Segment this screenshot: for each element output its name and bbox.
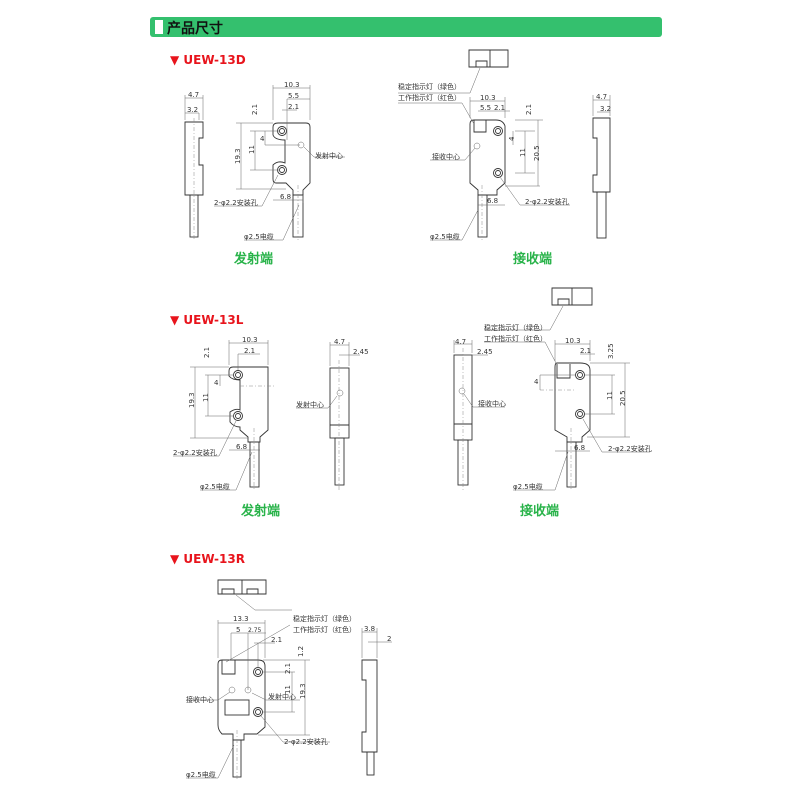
mounting-holes-label: 2-φ2.2安装孔 [525, 197, 569, 206]
work-led-label: 工作指示灯（红色） [484, 334, 547, 343]
dim-label: 2.45 [353, 348, 369, 356]
13d-emitter-side-view [184, 95, 204, 240]
dim-label: 10.3 [284, 81, 300, 89]
dim-label: 4.7 [188, 91, 199, 99]
cable-label: φ2.5电缆 [513, 482, 543, 491]
dim-label: 2.1 [203, 347, 211, 358]
13d-receiver-views [398, 49, 611, 241]
dim-label: 4 [534, 378, 539, 386]
mounting-holes-label: 2-φ2.2安装孔 [173, 448, 217, 457]
work-led-label: 工作指示灯（红色） [398, 93, 461, 102]
emitter-side-label: 发射端 [233, 251, 273, 267]
cable-label: φ2.5电缆 [186, 770, 216, 779]
dim-label: 6.8 [236, 443, 247, 451]
dim-label: 3.25 [607, 343, 615, 359]
dim-label: 2.1 [494, 104, 505, 112]
13r-views [186, 579, 392, 780]
dim-label: 19.3 [188, 392, 196, 408]
model-title-13l: ▼ UEW-13L [170, 313, 244, 327]
cable-label: φ2.5电缆 [244, 232, 274, 241]
dim-label: 20.5 [619, 390, 627, 406]
dim-label: 4.7 [596, 93, 607, 101]
dim-label: 2.1 [525, 104, 533, 115]
section-title: 产品尺寸 [167, 21, 223, 37]
dim-label: 5 [236, 626, 240, 634]
stable-led-label: 稳定指示灯（绿色） [484, 323, 547, 332]
dim-label: 4 [508, 136, 516, 141]
dim-label: 10.3 [565, 337, 581, 345]
model-title-13r: ▼ UEW-13R [170, 552, 245, 566]
dim-label: 2.1 [251, 104, 259, 115]
model-title-13d: ▼ UEW-13D [170, 53, 246, 67]
dim-label: 5.5 [480, 104, 491, 112]
dim-label: 6.8 [574, 444, 585, 452]
dim-label: 1.2 [297, 646, 305, 657]
receiver-center-label: 接收中心 [186, 695, 214, 704]
dim-label: 4.7 [334, 338, 345, 346]
dim-label: 10.3 [480, 94, 496, 102]
dim-label: 2.1 [580, 347, 591, 355]
receiver-side-label: 接收端 [520, 503, 559, 519]
dim-label: 3.2 [600, 105, 611, 113]
dim-label: 11 [606, 391, 614, 400]
mounting-holes-label: 2-φ2.2安装孔 [608, 444, 652, 453]
dim-label: 6.8 [280, 193, 291, 201]
dim-label: 11 [248, 145, 256, 154]
13l-emitter-views [173, 340, 360, 491]
dim-label: 3.2 [187, 106, 198, 114]
receiver-center-label: 接收中心 [478, 399, 506, 408]
dim-label: 4 [214, 379, 219, 387]
stable-led-label: 稳定指示灯（绿色） [293, 614, 356, 623]
dim-label: 3.8 [364, 625, 375, 633]
work-led-label: 工作指示灯（红色） [293, 625, 356, 634]
emitter-center-label: 发射中心 [296, 400, 324, 409]
dim-label: 2.45 [477, 348, 493, 356]
mounting-holes-label: 2-φ2.2安装孔 [284, 737, 328, 746]
13l-receiver-views [453, 287, 650, 491]
dim-label: 19.3 [299, 683, 307, 699]
dim-label: 11 [284, 685, 292, 694]
cable-label: φ2.5电缆 [200, 482, 230, 491]
dim-label: 20.5 [533, 145, 541, 161]
13d-emitter-front-view [214, 85, 345, 241]
dim-label: 2.1 [288, 103, 299, 111]
dim-label: 2.1 [284, 663, 292, 674]
section-header: 产品尺寸 [150, 17, 662, 37]
stable-led-label: 稳定指示灯（绿色） [398, 82, 461, 91]
header-marker [155, 20, 163, 34]
dim-label: 2 [387, 635, 391, 643]
dim-label: 4 [260, 135, 265, 143]
receiver-side-label: 接收端 [513, 251, 552, 267]
dim-label: 2.1 [271, 636, 282, 644]
emitter-center-label: 发射中心 [315, 151, 343, 160]
dim-label: 19.3 [234, 148, 242, 164]
dim-label: 10.3 [242, 336, 258, 344]
dim-label: 5.5 [288, 92, 299, 100]
dim-label: 4.7 [455, 338, 466, 346]
cable-label: φ2.5电缆 [430, 232, 460, 241]
emitter-center-label: 发射中心 [268, 692, 296, 701]
mounting-holes-label: 2-φ2.2安装孔 [214, 198, 258, 207]
dim-label: 6.8 [487, 197, 498, 205]
dim-label: 2.75 [248, 627, 262, 634]
dim-label: 13.3 [233, 615, 249, 623]
dim-label: 2.1 [244, 347, 255, 355]
dim-label: 11 [519, 148, 527, 157]
emitter-side-label: 发射端 [240, 503, 280, 519]
dim-label: 11 [202, 393, 210, 402]
receiver-center-label: 接收中心 [432, 152, 460, 161]
